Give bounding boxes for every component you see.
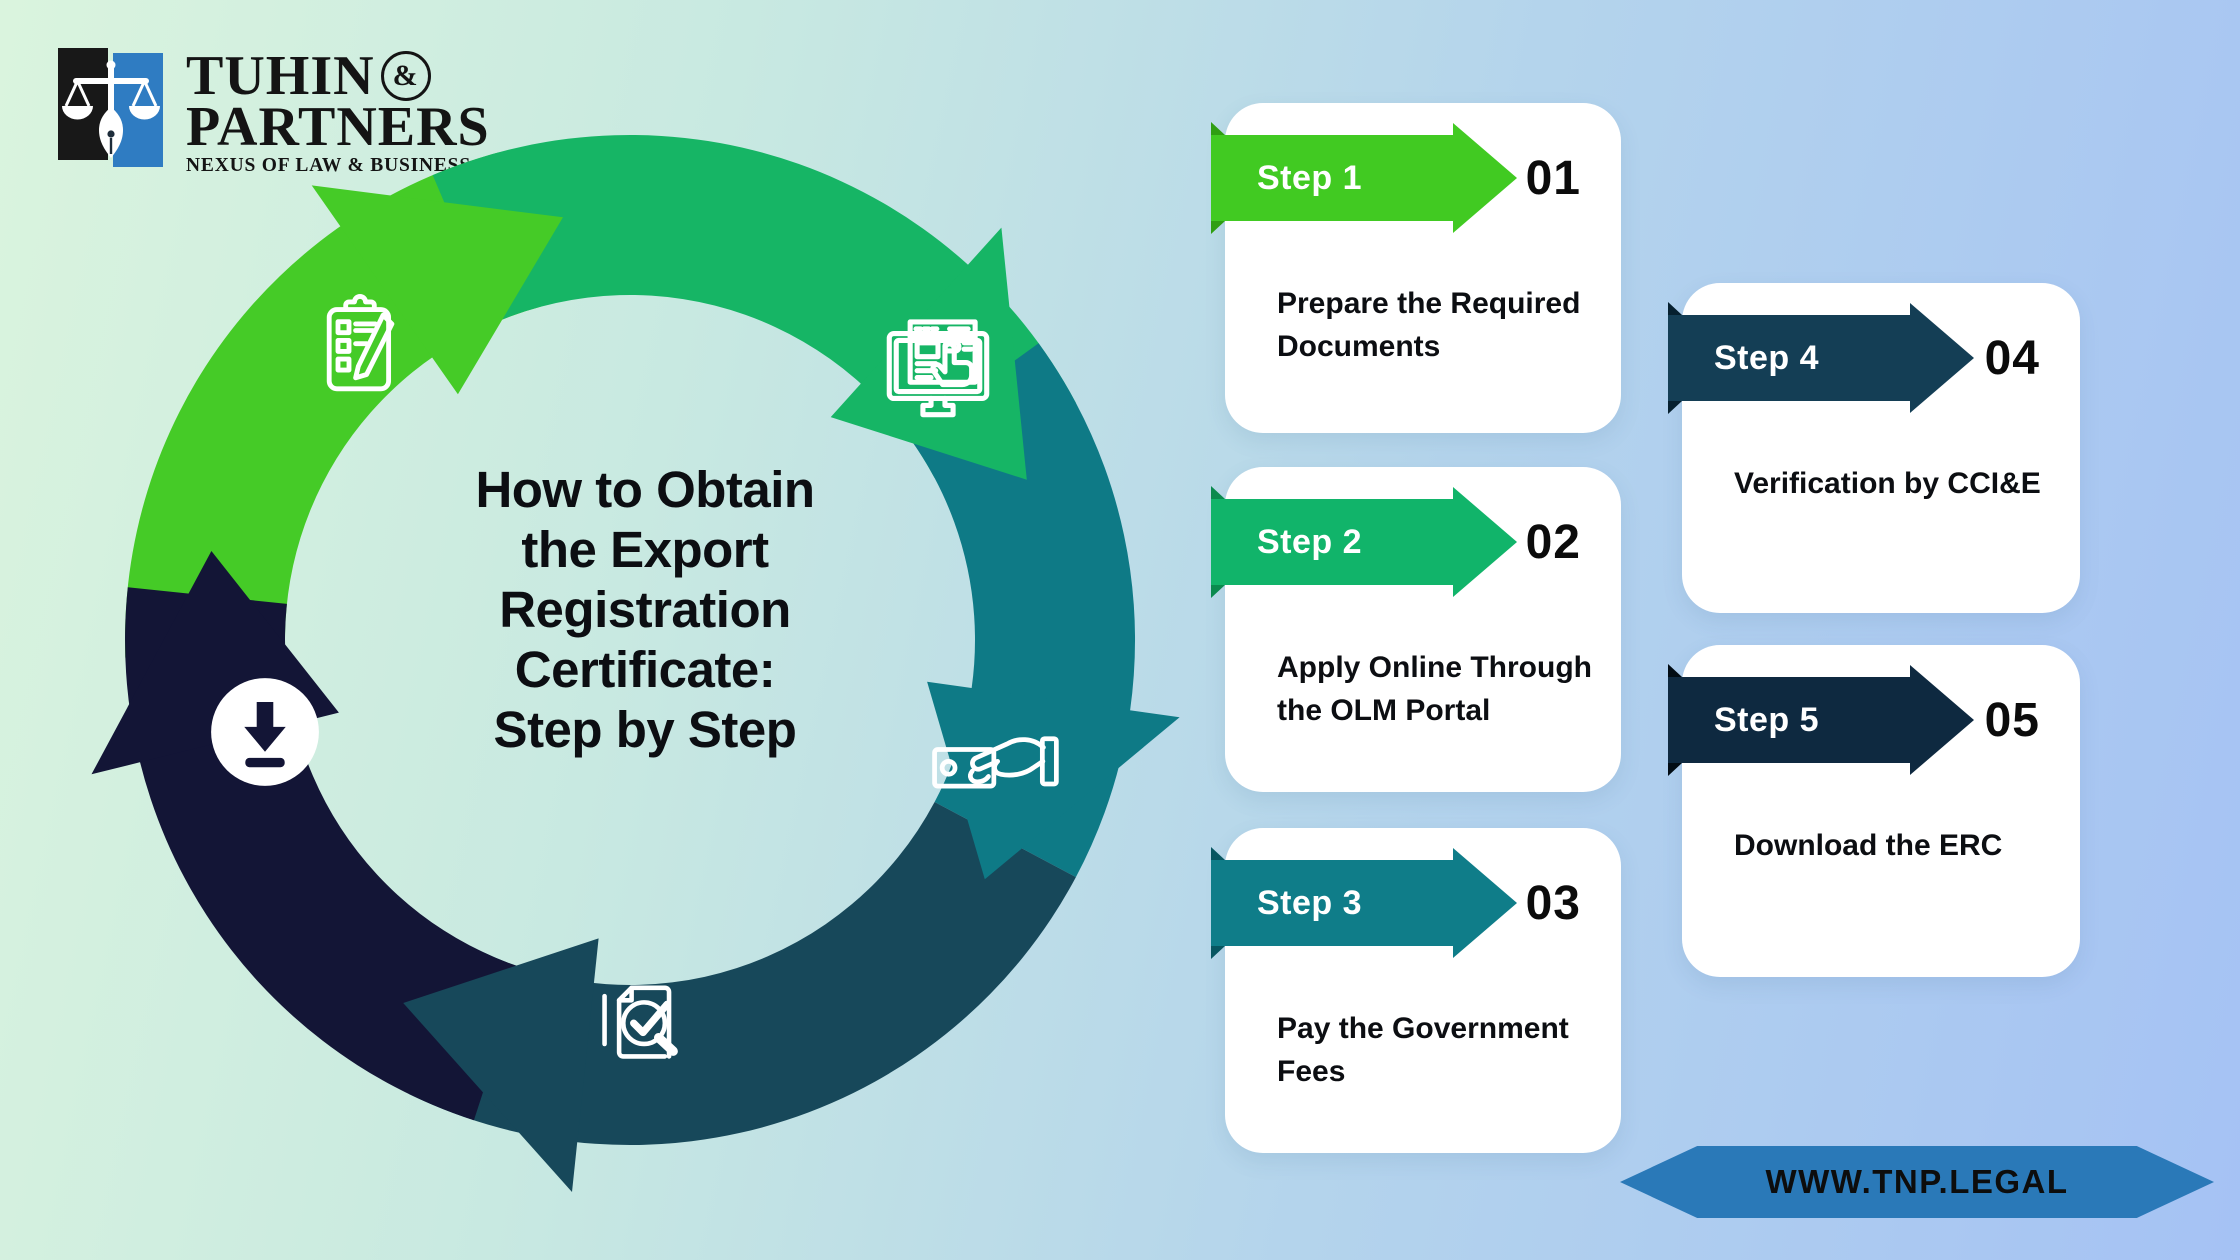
ribbon-band: Step 3 xyxy=(1211,860,1453,946)
ribbon-band: Step 5 xyxy=(1668,677,1910,763)
cycle-arrowhead-step-4 xyxy=(403,938,599,1192)
title-line: Step by Step xyxy=(493,701,797,758)
ribbon-arrow-head xyxy=(1453,487,1517,597)
title-line: the Export xyxy=(521,521,769,578)
ribbon-arrow-head xyxy=(1453,848,1517,958)
page-title: How to Obtain the Export Registration Ce… xyxy=(400,460,890,760)
step-card-2: Step 2 02 Apply Online Through the OLM P… xyxy=(1211,467,1621,792)
logo-word1: TUHIN & xyxy=(186,48,490,104)
step-5-ribbon: Step 5 xyxy=(1668,664,1974,776)
step-label: Step 5 xyxy=(1714,700,1820,739)
step-description: Prepare the Required Documents xyxy=(1277,287,1581,363)
step-number: 03 xyxy=(1525,876,1581,930)
browser-icon xyxy=(880,308,996,424)
step-label: Step 4 xyxy=(1714,338,1820,377)
step-description: Download the ERC xyxy=(1734,829,2003,862)
step-label: Step 2 xyxy=(1257,522,1363,561)
ribbon-band: Step 1 xyxy=(1211,135,1453,221)
step-number: 02 xyxy=(1525,515,1581,569)
ribbon-arrow-head xyxy=(1910,665,1974,775)
website-url: WWW.TNP.LEGAL xyxy=(1765,1163,2069,1200)
process-cycle-diagram xyxy=(85,95,1195,1205)
logo-tagline: NEXUS OF LAW & BUSINESS xyxy=(186,155,471,176)
step-card-3: Step 3 03 Pay the Government Fees xyxy=(1211,828,1621,1153)
step-description: Verification by CCI&E xyxy=(1734,467,2041,500)
download-icon xyxy=(208,675,322,789)
ribbon-band: Step 4 xyxy=(1668,315,1910,401)
step-4-ribbon: Step 4 xyxy=(1668,302,1974,414)
ribbon-arrow-head xyxy=(1453,123,1517,233)
step-card-4: Step 4 04 Verification by CCI&E xyxy=(1668,283,2080,613)
cycle-arrowhead-step-2 xyxy=(830,227,1027,480)
company-logo: TUHIN & PARTNERS NEXUS OF LAW & BUSINESS xyxy=(58,40,538,180)
money-hand-icon xyxy=(930,715,1062,812)
cycle-arrowhead-step-3 xyxy=(927,681,1180,880)
logo-word2: PARTNERS xyxy=(186,96,490,158)
title-line: Certificate: xyxy=(514,641,776,698)
step-card-1: Step 1 01 Prepare the Required Documents xyxy=(1211,103,1621,433)
title-line: Registration xyxy=(499,581,791,638)
title-line: How to Obtain xyxy=(475,461,815,518)
ribbon-arrow-head xyxy=(1910,303,1974,413)
step-card-5: Step 5 05 Download the ERC xyxy=(1668,645,2080,977)
step-number: 05 xyxy=(1984,693,2040,747)
cycle-arrowhead-step-1 xyxy=(311,185,563,395)
scales-of-justice-icon xyxy=(62,60,160,158)
step-description: Pay the Government Fees xyxy=(1277,1012,1569,1088)
document-check-icon xyxy=(590,967,694,1071)
ribbon-band: Step 2 xyxy=(1211,499,1453,585)
step-3-ribbon: Step 3 xyxy=(1211,847,1517,959)
step-1-ribbon: Step 1 xyxy=(1211,122,1517,234)
logo-text: TUHIN & PARTNERS NEXUS OF LAW & BUSINESS xyxy=(186,48,490,177)
step-label: Step 3 xyxy=(1257,883,1363,922)
step-description: Apply Online Through the OLM Portal xyxy=(1277,651,1592,727)
step-label: Step 1 xyxy=(1257,158,1363,197)
website-banner[interactable]: WWW.TNP.LEGAL xyxy=(1620,1146,2214,1218)
step-2-ribbon: Step 2 xyxy=(1211,486,1517,598)
checklist-icon xyxy=(305,292,415,402)
step-number: 04 xyxy=(1984,331,2040,385)
step-number: 01 xyxy=(1525,151,1581,205)
logo-ampersand: & xyxy=(380,51,431,101)
